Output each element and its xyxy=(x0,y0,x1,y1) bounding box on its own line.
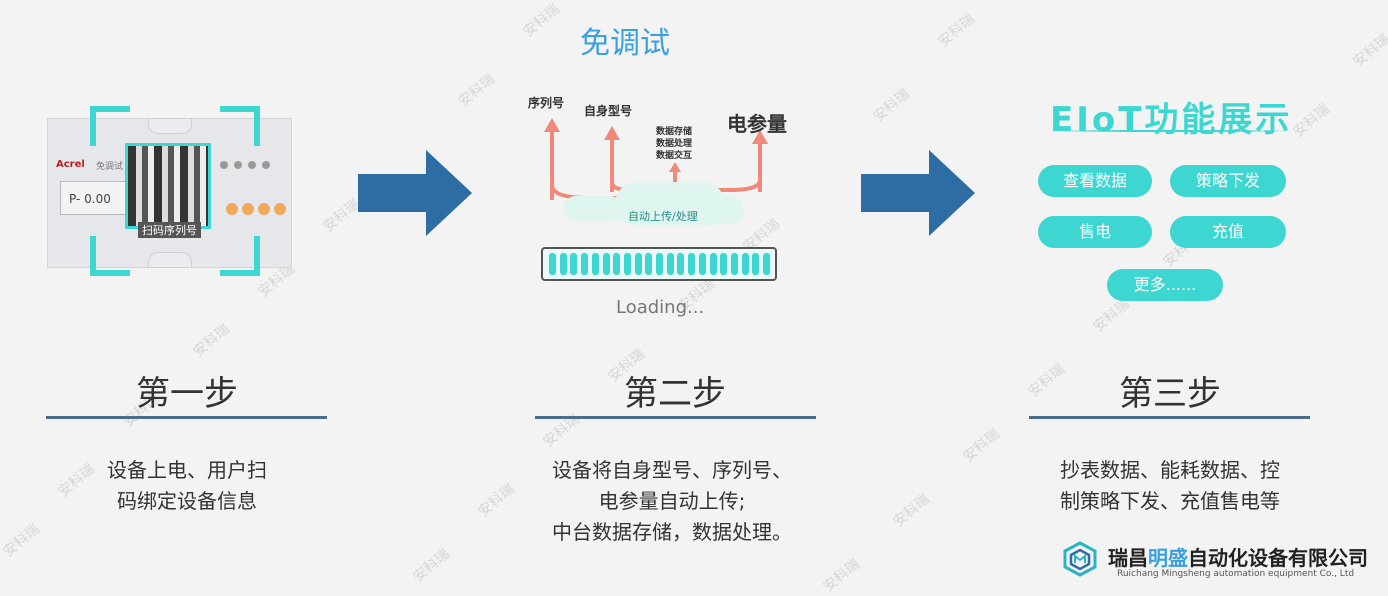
device-notch xyxy=(148,118,192,134)
watermark: 安科瑞 xyxy=(820,556,863,596)
qr-code-icon xyxy=(128,146,210,228)
scan-corner-icon xyxy=(220,236,260,276)
cloud-icon xyxy=(700,196,744,224)
cloud-icon xyxy=(563,196,623,222)
watermark: 安科瑞 xyxy=(410,546,453,586)
step2-rule xyxy=(535,416,816,419)
company-name-highlight: 明盛 xyxy=(1148,546,1188,570)
recharge-button[interactable]: 充值 xyxy=(1170,216,1286,248)
desc-line: 制策略下发、充值售电等 xyxy=(1060,489,1280,513)
scan-corner-icon xyxy=(220,106,260,146)
label-serial: 序列号 xyxy=(528,96,565,110)
strategy-issue-button[interactable]: 策略下发 xyxy=(1170,165,1286,197)
step1-title: 第一步 xyxy=(136,374,238,414)
watermark: 安科瑞 xyxy=(320,196,363,236)
loading-segment xyxy=(613,253,621,275)
qr-label: 扫码序列号 xyxy=(138,222,201,238)
device-leds xyxy=(220,161,270,169)
step1-rule xyxy=(46,416,327,419)
loading-segment xyxy=(591,253,599,275)
watermark: 安科瑞 xyxy=(520,1,563,41)
label-model: 自身型号 xyxy=(584,104,633,118)
qr-scan-frame xyxy=(125,143,211,229)
upload-arrows-icon xyxy=(544,118,768,200)
loading-segment xyxy=(645,253,653,275)
view-data-button[interactable]: 查看数据 xyxy=(1038,165,1152,197)
loading-segment xyxy=(656,253,663,275)
eiot-underline xyxy=(1046,130,1294,132)
device-mode-label: 免调试 xyxy=(96,162,124,172)
watermark: 安科瑞 xyxy=(890,491,933,531)
label-ops-store: 数据存储 xyxy=(656,127,693,137)
scan-corner-icon xyxy=(90,236,130,276)
label-ops-exchange: 数据交互 xyxy=(656,151,693,161)
loading-segment xyxy=(752,253,760,275)
device-brand: Acrel xyxy=(56,159,85,170)
desc-line: 设备上电、用户扫 xyxy=(107,458,267,482)
label-power: 电参量 xyxy=(727,112,787,136)
step3-title: 第三步 xyxy=(1119,374,1221,414)
device-notch xyxy=(148,252,192,268)
scan-corner-icon xyxy=(90,106,130,146)
device-buttons xyxy=(226,203,286,215)
watermark: 安科瑞 xyxy=(190,321,233,361)
loading-segment xyxy=(623,253,631,275)
loading-segment xyxy=(570,253,578,275)
loading-text: Loading... xyxy=(616,297,705,318)
no-debug-title: 免调试 xyxy=(580,26,670,61)
step3-rule xyxy=(1029,416,1310,419)
desc-line: 抄表数据、能耗数据、控 xyxy=(1060,458,1280,482)
desc-line: 电参量自动上传; xyxy=(598,489,746,513)
right-arrow-icon xyxy=(861,150,975,236)
loading-segment xyxy=(602,253,610,275)
watermark: 安科瑞 xyxy=(1350,31,1388,71)
more-button[interactable]: 更多...... xyxy=(1107,269,1223,301)
label-ops-process: 数据处理 xyxy=(656,139,693,149)
company-name: 瑞昌明盛自动化设备有限公司 xyxy=(1108,542,1368,571)
desc-line: 设备将自身型号、序列号、 xyxy=(552,458,792,482)
company-name-english: Ruichang Mingsheng automation equipment … xyxy=(1117,569,1355,579)
watermark: 安科瑞 xyxy=(870,86,913,126)
cloud-label: 自动上传/处理 xyxy=(628,210,698,223)
loading-segment xyxy=(666,253,674,275)
right-arrow-icon xyxy=(358,150,472,236)
company-logo-icon xyxy=(1063,541,1097,577)
step1-description: 设备上电、用户扫 码绑定设备信息 xyxy=(27,455,347,517)
step2-description: 设备将自身型号、序列号、 电参量自动上传; 中台数据存储，数据处理。 xyxy=(512,455,832,548)
device-lcd: P- 0.00 xyxy=(60,181,126,215)
sell-electricity-button[interactable]: 售电 xyxy=(1038,216,1152,248)
loading-segment xyxy=(698,253,706,275)
watermark: 安科瑞 xyxy=(935,11,978,51)
loading-segment xyxy=(763,253,770,275)
loading-segment xyxy=(688,253,696,275)
loading-segment xyxy=(709,253,717,275)
watermark: 安科瑞 xyxy=(455,71,498,111)
watermark: 安科瑞 xyxy=(1290,101,1333,141)
watermark: 安科瑞 xyxy=(960,426,1003,466)
eiot-heading: EIoT功能展示 xyxy=(1050,100,1293,140)
desc-line: 中台数据存储，数据处理。 xyxy=(552,520,792,544)
company-name-part: 瑞昌 xyxy=(1108,546,1148,570)
loading-segment xyxy=(581,253,589,275)
company-name-part: 自动化设备有限公司 xyxy=(1188,546,1368,570)
loading-segment xyxy=(730,253,738,275)
loading-segment xyxy=(677,253,685,275)
loading-segment xyxy=(634,253,642,275)
loading-segment xyxy=(549,253,556,275)
loading-segment xyxy=(741,253,749,275)
desc-line: 码绑定设备信息 xyxy=(117,489,257,513)
step2-title: 第二步 xyxy=(624,374,726,414)
step3-description: 抄表数据、能耗数据、控 制策略下发、充值售电等 xyxy=(1010,455,1330,517)
loading-segment xyxy=(559,253,567,275)
watermark: 安科瑞 xyxy=(0,521,43,561)
loading-segment xyxy=(720,253,728,275)
loading-bar xyxy=(541,247,777,281)
